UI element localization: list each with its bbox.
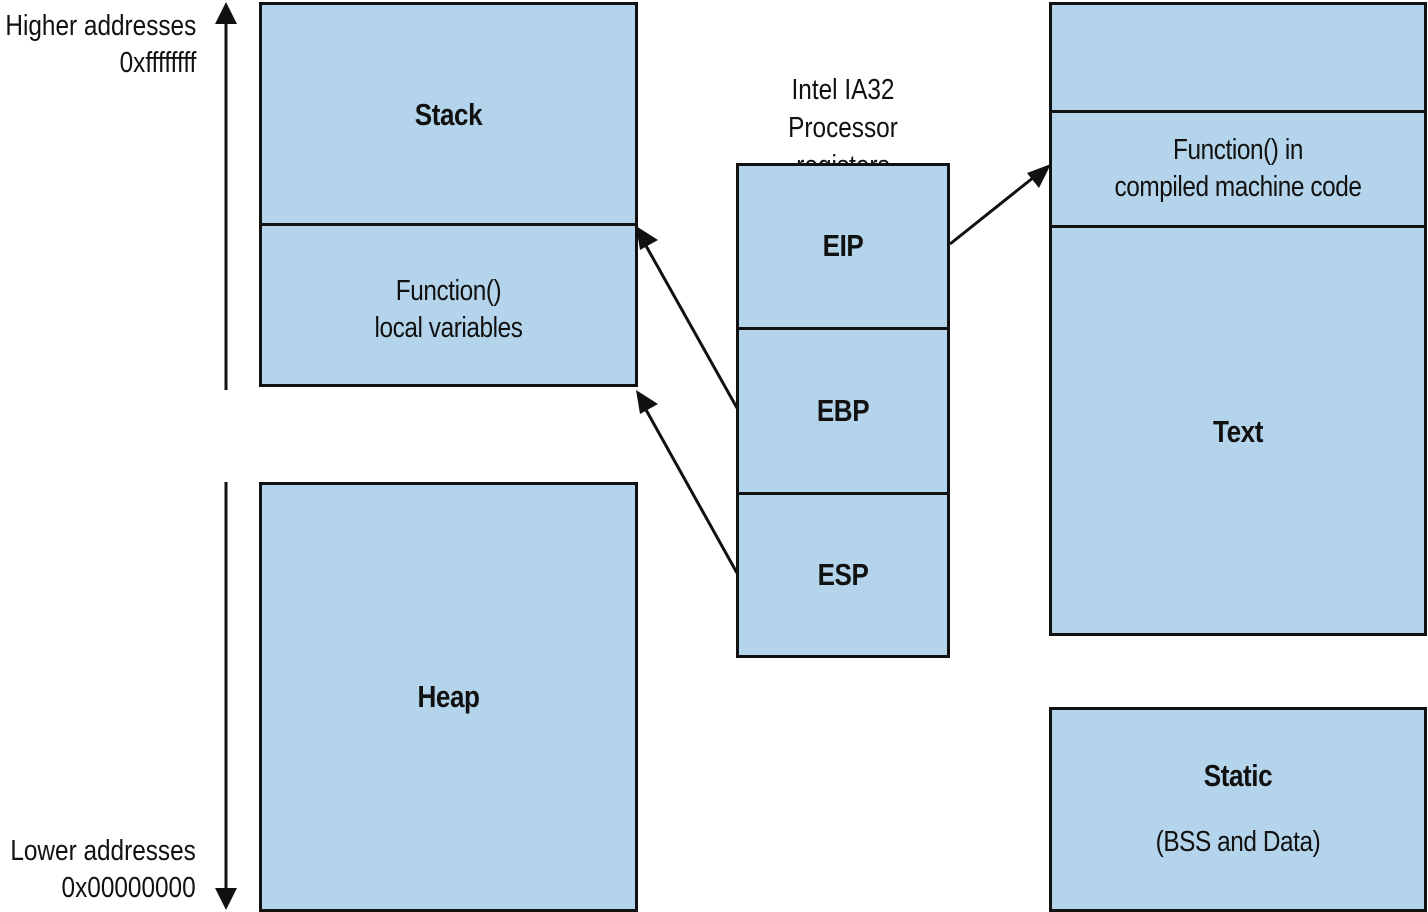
higher-addresses-label: Higher addresses (5, 10, 196, 42)
register-ebp: EBP (816, 393, 870, 428)
static-subtitle: (BSS and Data) (1155, 826, 1321, 858)
text-title: Text (1213, 414, 1263, 449)
text-code-divider (1052, 225, 1424, 228)
higher-address-value: 0xffffffff (119, 47, 196, 79)
register-divider-1 (739, 327, 947, 330)
stack-frame-line2: local variables (374, 312, 523, 344)
text-segment: Function() in compiled machine code Text (1049, 2, 1427, 636)
address-axis-down-arrow (215, 482, 237, 910)
static-title: Static (1203, 758, 1273, 793)
stack-frame-divider (262, 223, 635, 226)
lower-address-value: 0x00000000 (61, 872, 196, 904)
esp-pointer-arrow (636, 390, 739, 574)
processor-registers: EIP EBP ESP (736, 163, 950, 658)
heap-segment: Heap (259, 482, 638, 912)
stack-title: Stack (414, 97, 483, 132)
register-eip: EIP (822, 228, 864, 263)
register-esp: ESP (817, 557, 869, 592)
ebp-pointer-arrow (636, 226, 739, 409)
stack-frame-line1: Function() (395, 275, 502, 307)
text-top-divider (1052, 110, 1424, 113)
eip-pointer-arrow (949, 164, 1051, 246)
registers-caption-line1: Intel IA32 (791, 74, 895, 106)
static-segment: Static (BSS and Data) (1049, 707, 1427, 912)
register-divider-2 (739, 492, 947, 495)
stack-segment: Stack Function() local variables (259, 2, 638, 387)
lower-addresses-label: Lower addresses (10, 835, 196, 867)
heap-title: Heap (417, 679, 480, 714)
text-code-line1: Function() in (1173, 134, 1303, 166)
text-code-line2: compiled machine code (1114, 171, 1362, 203)
address-axis-up-arrow (215, 2, 237, 390)
